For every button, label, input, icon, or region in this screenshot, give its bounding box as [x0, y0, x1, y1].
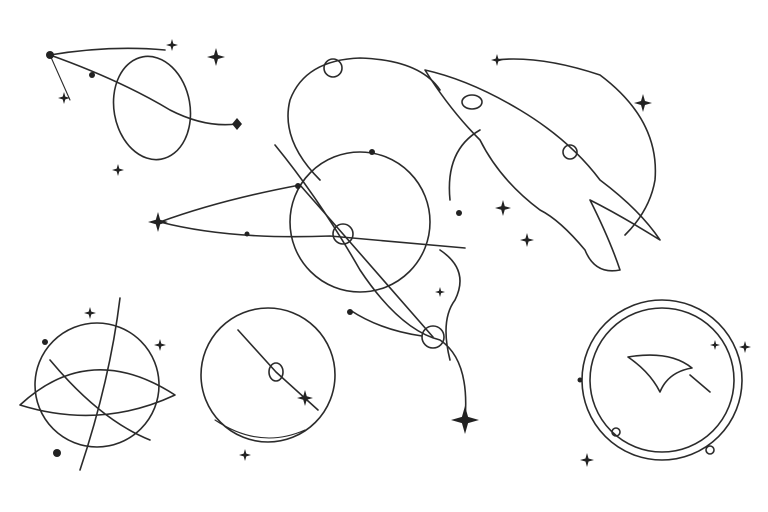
star-icon	[435, 287, 445, 297]
star-icon	[58, 92, 70, 104]
bottom-left-globe	[19, 297, 176, 471]
star-icon	[710, 340, 720, 350]
star-icon	[112, 164, 124, 176]
star-icon	[154, 339, 166, 351]
compass-circle	[200, 307, 336, 443]
rocket	[424, 58, 661, 272]
star-icon	[207, 48, 225, 66]
star-icon	[580, 453, 594, 467]
star-icon	[166, 39, 178, 51]
star-icon	[634, 94, 652, 112]
star-icon	[739, 341, 751, 353]
star-icon	[297, 390, 313, 406]
star-icon	[495, 200, 511, 216]
star-icon	[520, 233, 534, 247]
star-icon	[148, 212, 168, 232]
star-icon	[451, 406, 479, 434]
central-orbits	[159, 57, 467, 421]
star-icon	[491, 54, 503, 66]
star-icon	[84, 307, 96, 319]
bottom-right-ring	[577, 299, 743, 461]
stars	[58, 39, 751, 467]
top-left-orbit	[46, 47, 242, 161]
star-icon	[239, 449, 251, 461]
